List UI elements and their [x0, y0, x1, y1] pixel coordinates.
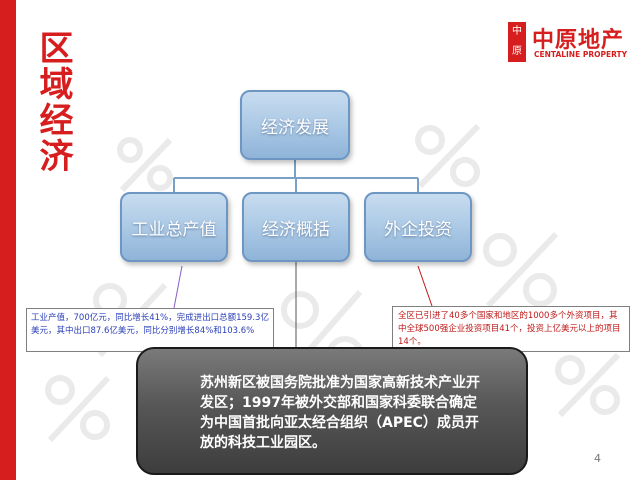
node-foreign-investment: 外企投资 — [364, 192, 472, 262]
page-number: 4 — [594, 452, 601, 465]
node-industrial-output: 工业总产值 — [120, 192, 228, 262]
left-note-pointer — [173, 265, 183, 309]
industrial-output-note: 工业产值，700亿元，同比增长41%，完成进出口总额159.3亿美元，其中出口8… — [26, 308, 274, 352]
logo-name-cn: 中原地产 — [532, 28, 625, 53]
slide-title: 区域经济 — [33, 30, 73, 174]
node-economic-development: 经济发展 — [240, 90, 350, 160]
accent-bar — [0, 0, 16, 480]
foreign-investment-note: 全区已引进了40多个国家和地区的1000多个外资项目，其中全球500强企业投资项… — [392, 306, 630, 352]
centaline-logo: 中原 中原地产 CENTALINE PROPERTY — [508, 20, 628, 70]
logo-seal: 中原 — [508, 22, 526, 62]
summary-box: 苏州新区被国务院批准为国家高新技术产业开发区；1997年被外交部和国家科委联合确… — [136, 347, 528, 475]
right-note-pointer — [417, 265, 433, 307]
logo-name-en: CENTALINE PROPERTY — [534, 50, 628, 59]
node-economic-overview: 经济概括 — [242, 192, 350, 262]
